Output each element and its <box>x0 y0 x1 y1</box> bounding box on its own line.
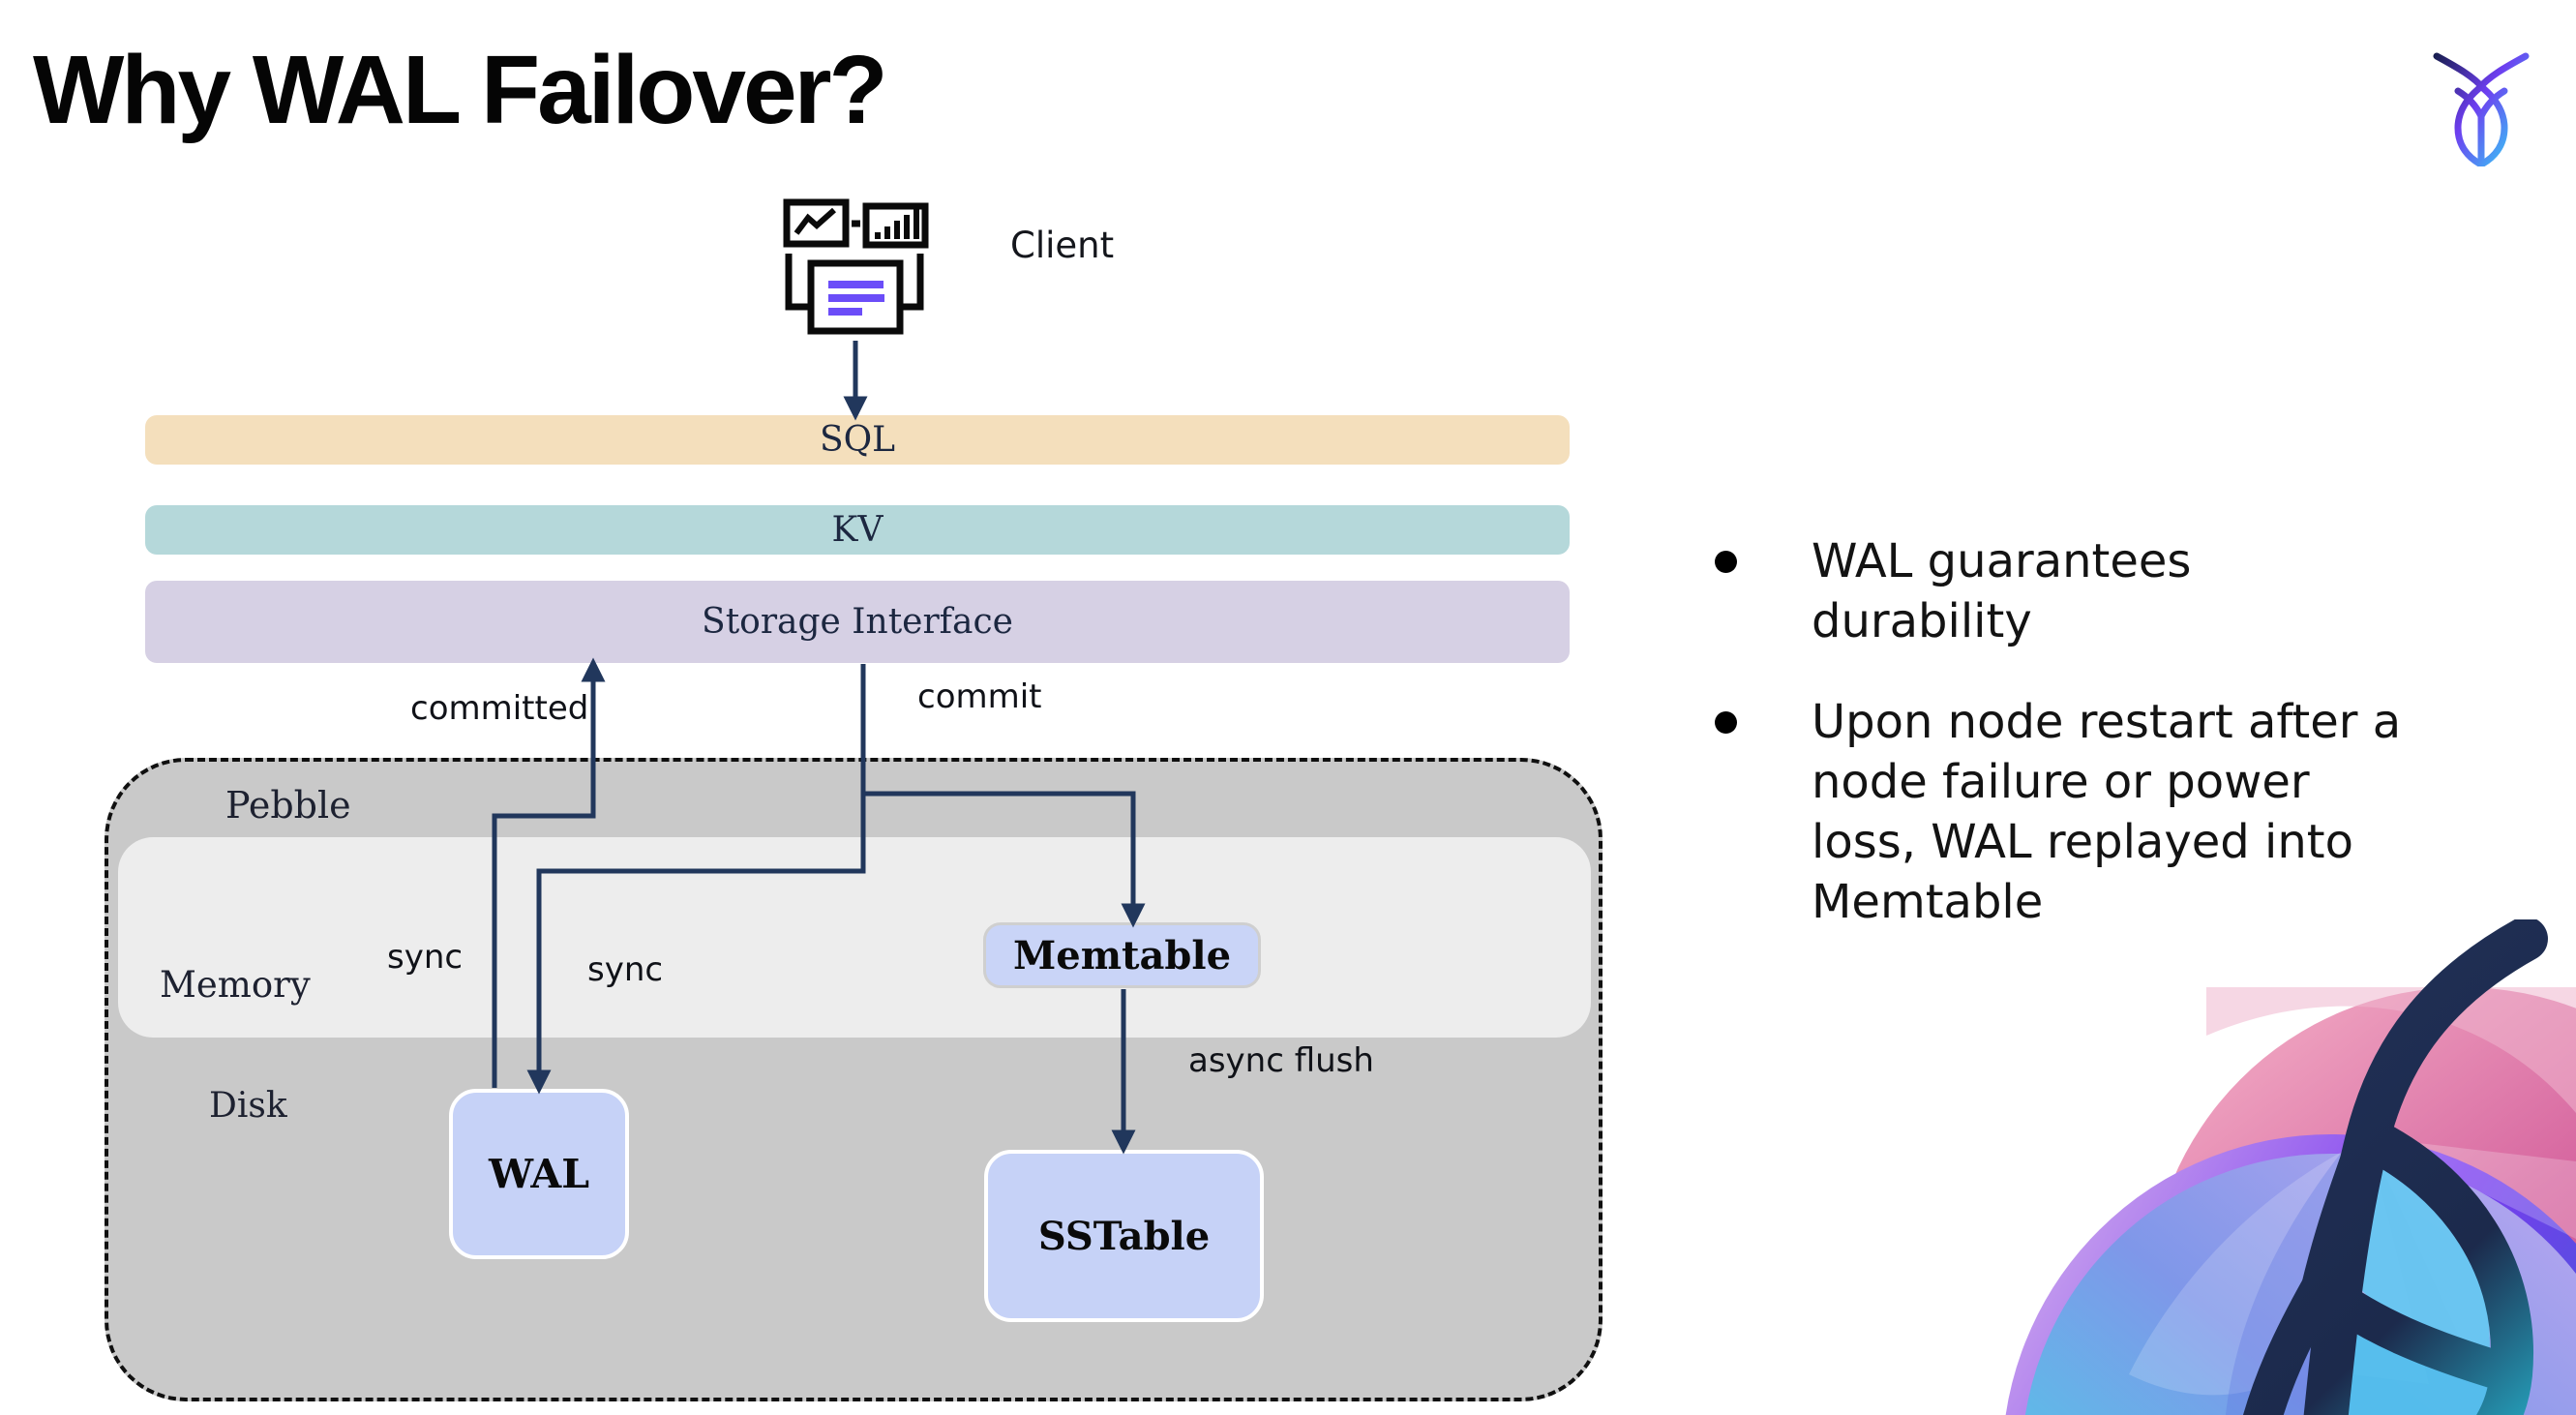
bullet-item: WAL guarantees durability <box>1697 531 2413 651</box>
sstable-box: SSTable <box>984 1150 1264 1322</box>
edge-label-commit: commit <box>917 677 1042 716</box>
wal-label: WAL <box>488 1151 590 1197</box>
edge-label-async-flush: async flush <box>1188 1041 1374 1080</box>
client-label: Client <box>1010 225 1115 266</box>
edge-label-sync-2: sync <box>587 950 664 989</box>
memtable-label: Memtable <box>1012 932 1232 978</box>
client-apps-icon <box>783 198 929 335</box>
layer-bar-storage-interface: Storage Interface <box>145 581 1570 663</box>
memory-region <box>118 837 1591 1038</box>
bullet-text: Upon node restart after a node failure o… <box>1812 695 2402 929</box>
layer-label-sql: SQL <box>819 420 896 460</box>
edge-label-committed: committed <box>410 689 589 728</box>
memory-label: Memory <box>160 964 311 1006</box>
memtable-box: Memtable <box>983 922 1261 988</box>
bullet-item: Upon node restart after a node failure o… <box>1697 692 2413 932</box>
bullet-dot-icon <box>1715 551 1737 573</box>
bullet-text: WAL guarantees durability <box>1812 534 2192 648</box>
bullet-list: WAL guarantees durability Upon node rest… <box>1697 531 2413 973</box>
disk-label: Disk <box>209 1086 287 1126</box>
layer-label-kv: KV <box>831 510 884 550</box>
cockroachdb-logo-icon <box>2433 52 2530 166</box>
layer-label-storage-interface: Storage Interface <box>702 602 1013 642</box>
edge-label-sync-1: sync <box>387 938 464 977</box>
wal-box: WAL <box>449 1089 629 1259</box>
bullet-dot-icon <box>1715 711 1737 734</box>
brand-graphic <box>2005 919 2576 1415</box>
layer-bar-kv: KV <box>145 505 1570 555</box>
pebble-label: Pebble <box>225 784 351 827</box>
page-title: Why WAL Failover? <box>33 36 888 144</box>
layer-bar-sql: SQL <box>145 415 1570 465</box>
sstable-label: SSTable <box>1037 1213 1211 1259</box>
